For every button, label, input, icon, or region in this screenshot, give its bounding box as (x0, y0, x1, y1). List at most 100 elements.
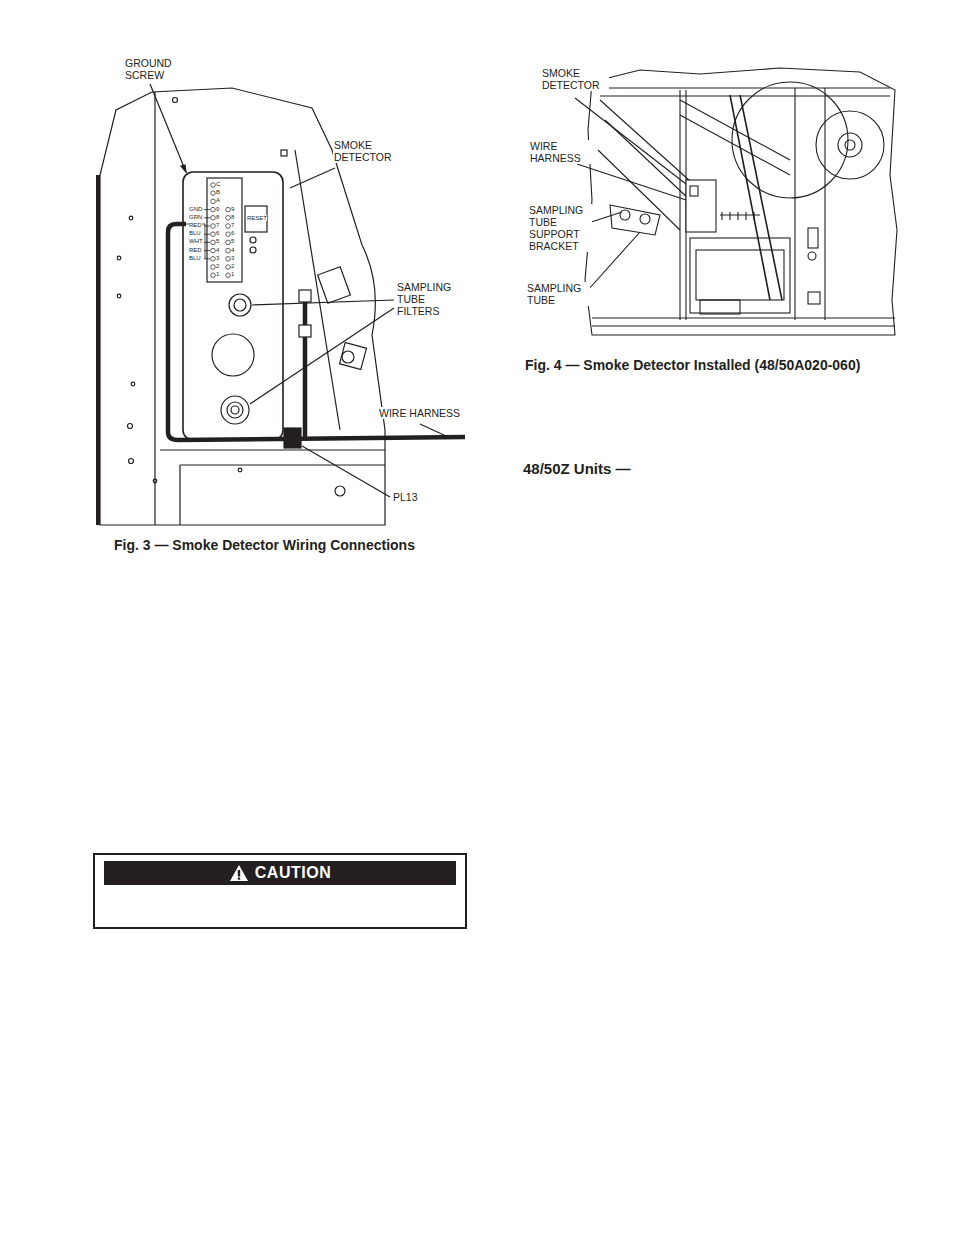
circle-shape (226, 257, 231, 262)
circle-shape (250, 237, 256, 243)
circle-shape (250, 247, 256, 253)
circle-shape (732, 82, 848, 198)
line-shape (179, 465, 180, 525)
terminal-label: 9 (216, 206, 219, 212)
circle-shape (226, 216, 231, 221)
terminal-label: WHT (189, 238, 203, 244)
path-shape (186, 224, 205, 259)
part-label: SMOKE DETECTOR (541, 67, 609, 91)
terminal-label: 8 (231, 214, 234, 220)
rect-shape (299, 325, 311, 337)
caption-text: 48/50Z Units — (522, 460, 632, 477)
rect-shape (318, 267, 351, 303)
line-shape (252, 300, 394, 305)
part-label: SAMPLING TUBE FILTERS (396, 281, 460, 317)
circle-shape (226, 273, 231, 278)
terminal-label: B (216, 189, 220, 195)
terminal-label: 1 (231, 271, 234, 277)
circle-shape (211, 199, 216, 204)
circle-shape (238, 468, 242, 472)
terminal-label: BLU (189, 230, 201, 236)
part-label: WIRE HARNESS (378, 407, 461, 419)
circle-shape (211, 248, 216, 253)
rect-shape (700, 300, 740, 314)
circle-shape (221, 396, 249, 424)
circle-shape (226, 224, 231, 229)
fig4-drawing (575, 68, 897, 335)
terminal-label: GRN (189, 214, 202, 220)
path-shape (610, 205, 660, 235)
terminal-label: 6 (231, 230, 234, 236)
terminal-label: 2 (216, 263, 219, 269)
circle-shape (335, 486, 345, 496)
line-shape (150, 84, 186, 172)
path-shape (598, 100, 700, 230)
line-shape (600, 95, 890, 96)
circle-shape (816, 111, 884, 179)
circle-shape (129, 216, 133, 220)
terminal-label: BLU (189, 255, 201, 261)
line-shape (577, 164, 686, 200)
part-label: GROUND SCREW (124, 57, 186, 81)
terminal-label: GND (189, 206, 202, 212)
line-shape (588, 232, 640, 290)
terminal-label: 3 (216, 255, 219, 261)
terminal-label: 1 (216, 271, 219, 277)
circle-shape (129, 459, 134, 464)
line-shape (154, 92, 155, 525)
caution-box: CAUTION (93, 853, 467, 929)
circle-shape (226, 240, 231, 245)
terminal-label: 9 (231, 206, 234, 212)
circle-shape (234, 299, 246, 311)
terminal-label: 4 (216, 247, 219, 253)
part-label: SAMPLING TUBE SUPPORT BRACKET (528, 204, 592, 252)
circle-shape (620, 210, 630, 220)
terminal-label: 8 (216, 214, 219, 220)
circle-shape (342, 351, 354, 363)
circle-shape (226, 265, 231, 270)
rect-shape (183, 172, 283, 440)
g-shape (186, 210, 210, 259)
line-shape (679, 90, 680, 320)
part-label: SAMPLING TUBE (526, 282, 590, 306)
circle-shape (212, 334, 254, 376)
rect-shape (696, 250, 784, 300)
rect-shape (96, 175, 100, 525)
circle-shape (227, 402, 243, 418)
terminal-label: 6 (216, 230, 219, 236)
circle-shape (211, 216, 216, 221)
circle-shape (153, 479, 157, 483)
circle-shape (640, 214, 650, 224)
circle-shape (226, 207, 231, 212)
rect-shape (690, 238, 790, 313)
terminal-label: 7 (216, 222, 219, 228)
line-shape (204, 217, 210, 218)
line-shape (420, 424, 446, 436)
circle-shape (211, 273, 216, 278)
circle-shape (845, 140, 855, 150)
rect-shape (207, 178, 242, 282)
rect-shape (245, 206, 267, 232)
circle-shape (211, 257, 216, 262)
rect-shape (690, 186, 698, 196)
terminal-label: 5 (231, 238, 234, 244)
rect-shape (808, 292, 820, 304)
circle-shape (211, 240, 216, 245)
part-label: PL13 (392, 491, 419, 503)
circle-shape (226, 248, 231, 253)
circle-shape (226, 232, 231, 237)
line-shape (295, 150, 340, 430)
terminal-label: 5 (216, 238, 219, 244)
line-shape (302, 446, 390, 497)
g-shape (211, 183, 231, 278)
circle-shape (211, 265, 216, 270)
circle-shape (211, 207, 216, 212)
line-shape (160, 449, 385, 450)
part-label: SMOKE DETECTOR (333, 139, 401, 163)
terminal-label: 3 (231, 255, 234, 261)
circle-shape (231, 406, 239, 414)
circle-shape (808, 252, 816, 260)
circle-shape (173, 98, 178, 103)
